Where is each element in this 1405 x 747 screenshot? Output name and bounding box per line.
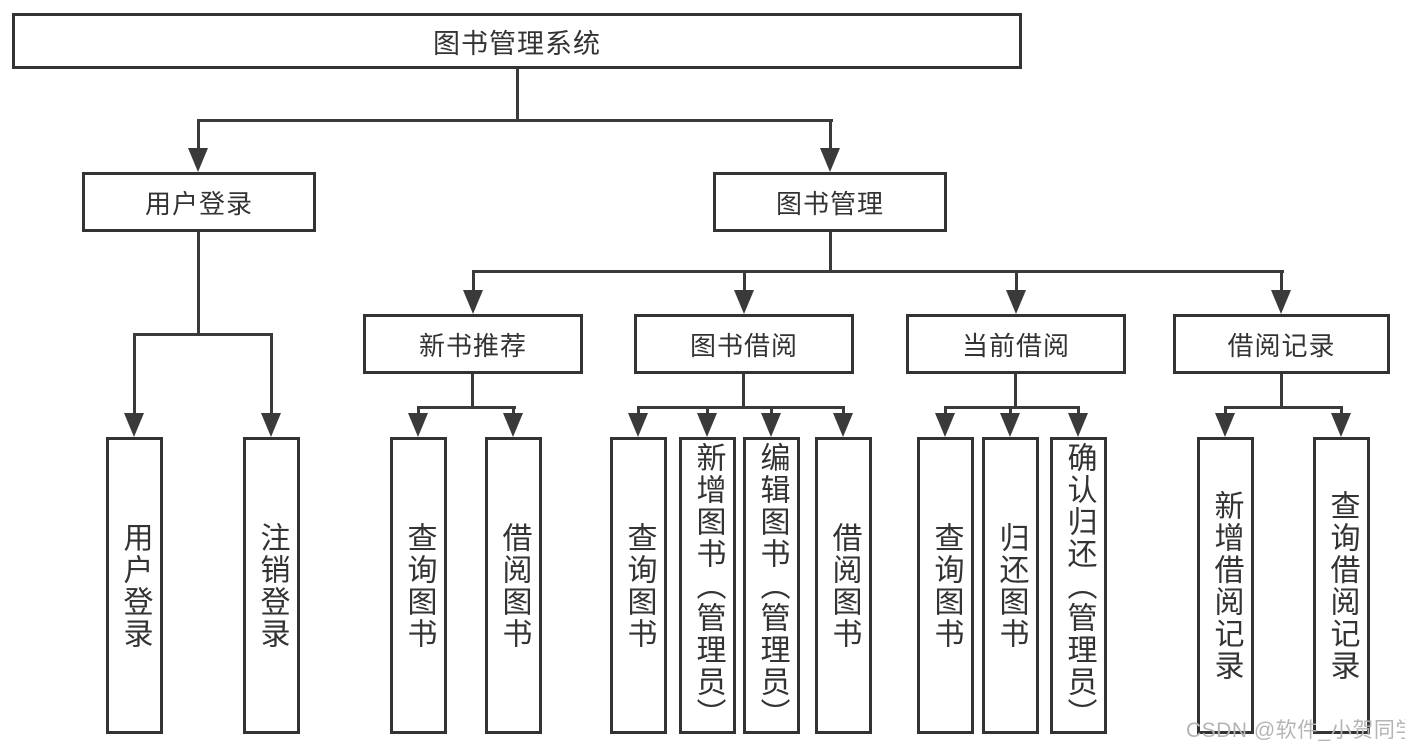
connector-line [637,406,640,414]
node-label: 归还图书 [994,521,1028,650]
node-label: 注销登录 [255,521,289,650]
connector-line [1077,406,1080,414]
node-new-book-recommendation: 新书推荐 [363,314,583,374]
node-borrow-books-newbook: 借阅图书 [485,437,542,734]
connector-line [197,119,833,122]
connector-line [471,374,474,409]
node-library-management-system: 图书管理系统 [12,13,1022,69]
node-label: 查询图书 [402,521,436,650]
node-logout: 注销登录 [243,437,300,734]
node-label: 借阅记录 [1227,330,1336,361]
node-label: 当前借阅 [961,330,1070,361]
connector-line [197,119,200,148]
connector-line [743,270,746,291]
node-edit-books-admin: 编辑图书（管理员） [743,437,800,734]
node-label: 借阅图书 [827,521,861,650]
connector-arrowhead [1215,413,1235,437]
node-label: 用户登录 [118,521,152,650]
node-label: 确认归还（管理员） [1062,441,1096,730]
connector-arrowhead [1331,413,1351,437]
node-query-books-borrow: 查询图书 [610,437,667,734]
connector-line [944,406,1080,409]
node-label: 编辑图书（管理员） [755,441,789,730]
node-label: 借阅图书 [497,521,531,650]
node-book-borrowing: 图书借阅 [634,314,854,374]
connector-arrowhead [261,413,281,437]
connector-arrowhead [734,290,754,314]
connector-arrowhead [408,413,428,437]
node-label: 图书管理系统 [433,28,601,59]
connector-line [270,333,273,414]
node-label: 图书管理 [775,188,884,219]
connector-arrowhead [1000,413,1020,437]
connector-arrowhead [1068,413,1088,437]
connector-line [637,406,845,409]
connector-line [842,406,845,414]
connector-line [133,333,273,336]
node-query-borrow-record: 查询借阅记录 [1313,437,1370,734]
connector-arrowhead [697,413,717,437]
connector-line [706,406,709,414]
node-label: 查询图书 [622,521,656,650]
connector-line [417,406,516,409]
connector-line [417,406,420,414]
node-label: 新增借阅记录 [1209,489,1243,682]
connector-line [1224,406,1227,414]
connector-line [472,270,475,291]
node-add-borrow-record: 新增借阅记录 [1197,437,1254,734]
connector-line [1280,374,1283,409]
node-query-books-newbook: 查询图书 [390,437,447,734]
connector-arrowhead [935,413,955,437]
node-book-management-module: 图书管理 [713,172,947,232]
connector-arrowhead [463,290,483,314]
connector-line [944,406,947,414]
node-confirm-return-admin: 确认归还（管理员） [1050,437,1107,734]
node-user-login-module: 用户登录 [82,172,316,232]
connector-line [1340,406,1343,414]
node-label: 新书推荐 [418,330,527,361]
connector-arrowhead [503,413,523,437]
connector-line [133,333,136,414]
connector-line [829,119,832,148]
connector-line [1009,406,1012,414]
connector-line [1280,270,1283,291]
connector-arrowhead [628,413,648,437]
connector-line [516,69,519,121]
connector-line [742,374,745,409]
node-label: 查询图书 [929,521,963,650]
node-label: 查询借阅记录 [1325,489,1359,682]
node-borrow-books: 借阅图书 [815,437,872,734]
node-label: 新增图书（管理员） [691,441,725,730]
connector-arrowhead [1006,290,1026,314]
connector-line [829,232,832,273]
connector-line [512,406,515,414]
node-add-books-admin: 新增图书（管理员） [679,437,736,734]
node-label: 用户登录 [144,188,253,219]
connector-line [197,232,200,336]
connector-arrowhead [124,413,144,437]
connector-arrowhead [1271,290,1291,314]
connector-arrowhead [188,148,208,172]
connector-arrowhead [833,413,853,437]
connector-arrowhead [761,413,781,437]
node-label: 图书借阅 [689,330,798,361]
node-current-borrowing: 当前借阅 [906,314,1126,374]
node-borrowing-records: 借阅记录 [1173,314,1390,374]
node-user-login: 用户登录 [106,437,163,734]
connector-line [472,270,1284,273]
connector-line [1224,406,1343,409]
connector-line [770,406,773,414]
csdn-watermark: CSDN @软件_小贺同学 [1186,719,1405,742]
connector-line [1015,270,1018,291]
connector-arrowhead [820,148,840,172]
connector-line [1014,374,1017,409]
node-return-books: 归还图书 [982,437,1039,734]
node-query-books-current: 查询图书 [917,437,974,734]
